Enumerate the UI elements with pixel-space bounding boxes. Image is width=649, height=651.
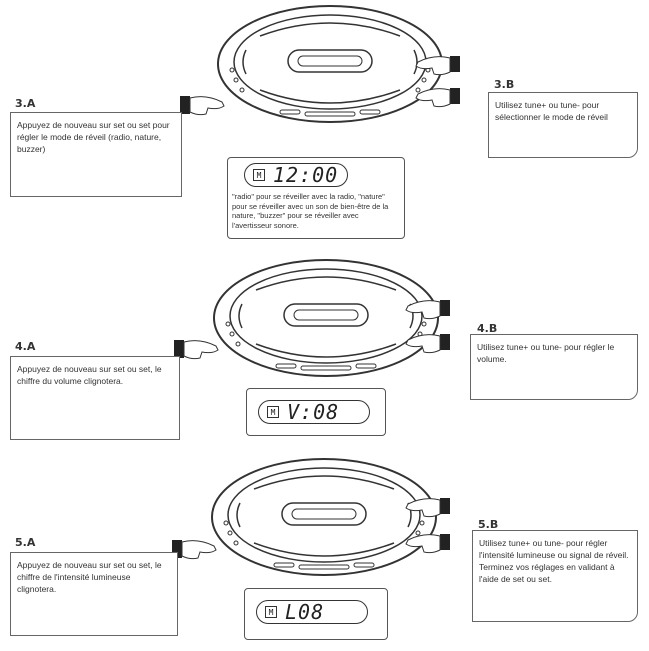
step-4a-text: Appuyez de nouveau sur set ou set, le ch… bbox=[17, 364, 162, 386]
step-label-5a: 5.A bbox=[15, 536, 36, 549]
step-3-display-note: "radio" pour se réveiller avec la radio,… bbox=[232, 192, 389, 230]
lcd-digits: 12:00 bbox=[273, 163, 339, 187]
step-4b-callout: Utilisez tune+ ou tune- pour régler le v… bbox=[470, 334, 638, 400]
step-label-3a: 3.A bbox=[15, 97, 36, 110]
step-label-3b: 3.B bbox=[494, 78, 515, 91]
mem-icon: M bbox=[265, 606, 277, 618]
lcd-display-step-3: M 12:00 bbox=[244, 163, 348, 187]
hand-icon bbox=[400, 296, 452, 327]
lcd-digits: V:08 bbox=[287, 400, 340, 424]
step-3a-text: Appuyez de nouveau sur set ou set pour r… bbox=[17, 120, 170, 154]
step-5b-callout: Utilisez tune+ ou tune- pour régler l'in… bbox=[472, 530, 638, 622]
hand-icon bbox=[400, 330, 452, 361]
hand-icon bbox=[410, 84, 462, 115]
mem-icon: M bbox=[253, 169, 265, 181]
step-5a-text: Appuyez de nouveau sur set ou set, le ch… bbox=[17, 560, 162, 594]
device-illustration-step-5 bbox=[204, 455, 444, 583]
hand-icon bbox=[172, 334, 222, 369]
lcd-digits: L08 bbox=[285, 600, 325, 624]
step-label-4b: 4.B bbox=[477, 322, 498, 335]
step-label-4a: 4.A bbox=[15, 340, 36, 353]
device-illustration-step-4 bbox=[206, 256, 446, 384]
step-5b-text: Utilisez tune+ ou tune- pour régler l'in… bbox=[479, 538, 629, 584]
step-label-5b: 5.B bbox=[478, 518, 499, 531]
mem-icon: M bbox=[267, 406, 279, 418]
lcd-display-step-4: M V:08 bbox=[258, 400, 370, 424]
hand-icon bbox=[410, 52, 462, 83]
step-3b-text: Utilisez tune+ ou tune- pour sélectionne… bbox=[495, 100, 608, 122]
hand-icon bbox=[400, 530, 452, 561]
hand-icon bbox=[178, 90, 228, 125]
hand-icon bbox=[170, 534, 220, 569]
hand-icon bbox=[400, 494, 452, 525]
step-4b-text: Utilisez tune+ ou tune- pour régler le v… bbox=[477, 342, 615, 364]
step-3a-callout: Appuyez de nouveau sur set ou set pour r… bbox=[10, 112, 182, 197]
step-4a-callout: Appuyez de nouveau sur set ou set, le ch… bbox=[10, 356, 180, 440]
lcd-display-step-5: M L08 bbox=[256, 600, 368, 624]
step-5a-callout: Appuyez de nouveau sur set ou set, le ch… bbox=[10, 552, 178, 636]
step-3b-callout: Utilisez tune+ ou tune- pour sélectionne… bbox=[488, 92, 638, 158]
